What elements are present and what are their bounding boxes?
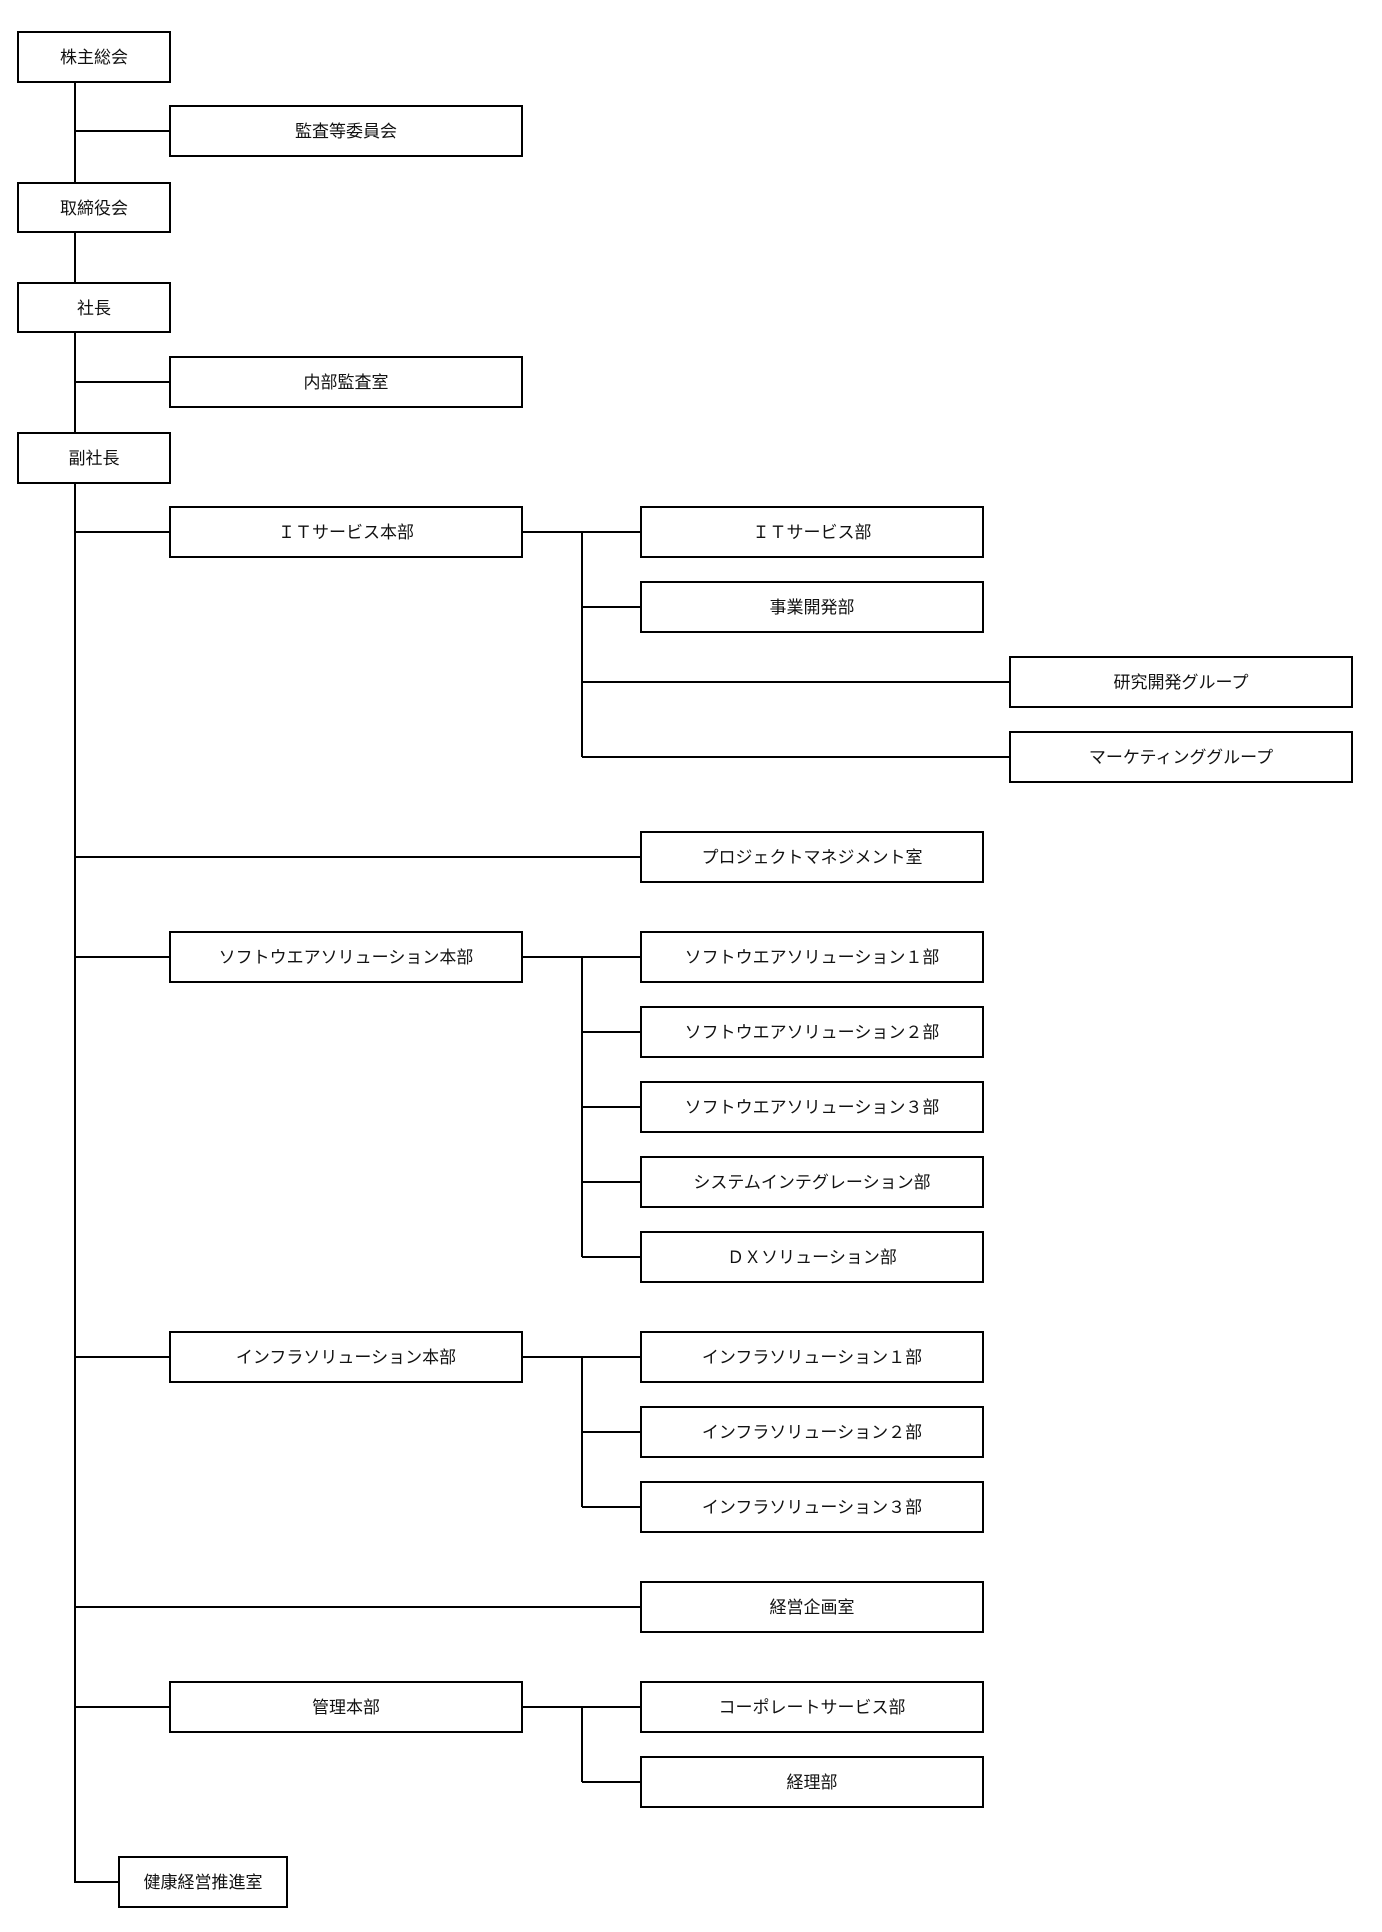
node-infra-1: インフラソリューション１部 xyxy=(640,1331,984,1383)
svg-text:内部監査室: 内部監査室 xyxy=(304,373,389,393)
svg-text:インフラソリューション３部: インフラソリューション３部 xyxy=(702,1498,922,1518)
infra-hq-bracket xyxy=(522,1356,583,1507)
svg-text:ソフトウエアソリューション１部: ソフトウエアソリューション１部 xyxy=(685,948,940,968)
node-business-dev-dept: 事業開発部 xyxy=(640,581,984,633)
node-software-1: ソフトウエアソリューション１部 xyxy=(640,931,984,983)
svg-text:プロジェクトマネジメント室: プロジェクトマネジメント室 xyxy=(702,848,923,868)
node-system-integration: システムインテグレーション部 xyxy=(640,1156,984,1208)
svg-text:インフラソリューション１部: インフラソリューション１部 xyxy=(702,1348,922,1368)
svg-text:コーポレートサービス部: コーポレートサービス部 xyxy=(719,1698,906,1718)
svg-text:ＩＴサービス部: ＩＴサービス部 xyxy=(753,523,872,543)
svg-text:マーケティンググループ: マーケティンググループ xyxy=(1089,748,1273,768)
svg-text:社長: 社長 xyxy=(77,299,111,319)
node-admin-hq: 管理本部 xyxy=(169,1681,523,1733)
node-dx-solution: ＤＸソリューション部 xyxy=(640,1231,984,1283)
svg-text:ＤＸソリューション部: ＤＸソリューション部 xyxy=(727,1248,897,1268)
node-marketing-group: マーケティンググループ xyxy=(1009,731,1353,783)
svg-text:株主総会: 株主総会 xyxy=(60,48,128,68)
node-health-management: 健康経営推進室 xyxy=(118,1856,288,1908)
software-hq-bracket xyxy=(522,956,583,1257)
svg-text:健康経営推進室: 健康経営推進室 xyxy=(144,1873,263,1893)
svg-text:ソフトウエアソリューション２部: ソフトウエアソリューション２部 xyxy=(685,1023,940,1043)
org-nodes: 株主総会 監査等委員会 取締役会 社長 内部監査室 副社長 ＩＴサービス本部 xyxy=(17,31,1353,1908)
svg-text:監査等委員会: 監査等委員会 xyxy=(295,122,397,142)
node-software-3: ソフトウエアソリューション３部 xyxy=(640,1081,984,1133)
node-infra-3: インフラソリューション３部 xyxy=(640,1481,984,1533)
svg-text:事業開発部: 事業開発部 xyxy=(770,598,855,618)
node-president: 社長 xyxy=(17,282,171,333)
node-rnd-group: 研究開発グループ xyxy=(1009,656,1353,708)
svg-text:副社長: 副社長 xyxy=(69,449,120,469)
node-infra-2: インフラソリューション２部 xyxy=(640,1406,984,1458)
node-corporate-planning: 経営企画室 xyxy=(640,1581,984,1633)
node-pm-office: プロジェクトマネジメント室 xyxy=(640,831,984,883)
svg-text:インフラソリューション２部: インフラソリューション２部 xyxy=(702,1423,922,1443)
it-hq-bracket xyxy=(522,531,583,757)
svg-text:ソフトウエアソリューション３部: ソフトウエアソリューション３部 xyxy=(685,1098,940,1118)
svg-text:研究開発グループ: 研究開発グループ xyxy=(1114,673,1249,693)
node-it-service-hq: ＩＴサービス本部 xyxy=(169,506,523,558)
node-software-hq: ソフトウエアソリューション本部 xyxy=(169,931,523,983)
node-audit-committee: 監査等委員会 xyxy=(169,105,523,157)
node-vice-president: 副社長 xyxy=(17,432,171,484)
svg-text:システムインテグレーション部: システムインテグレーション部 xyxy=(693,1173,930,1193)
node-accounting: 経理部 xyxy=(640,1756,984,1808)
connector-lines xyxy=(74,82,1010,1883)
node-software-2: ソフトウエアソリューション２部 xyxy=(640,1006,984,1058)
svg-text:経営企画室: 経営企画室 xyxy=(770,1598,855,1618)
node-internal-audit: 内部監査室 xyxy=(169,356,523,408)
node-shareholders-meeting: 株主総会 xyxy=(17,31,171,83)
spine-vp-down xyxy=(74,483,119,1883)
node-it-service-dept: ＩＴサービス部 xyxy=(640,506,984,558)
svg-text:取締役会: 取締役会 xyxy=(60,199,128,219)
svg-text:管理本部: 管理本部 xyxy=(312,1698,380,1718)
svg-text:インフラソリューション本部: インフラソリューション本部 xyxy=(236,1348,456,1368)
node-board: 取締役会 xyxy=(17,182,171,233)
admin-hq-bracket xyxy=(522,1706,583,1782)
node-infra-hq: インフラソリューション本部 xyxy=(169,1331,523,1383)
svg-text:経理部: 経理部 xyxy=(787,1773,838,1793)
svg-text:ＩＴサービス本部: ＩＴサービス本部 xyxy=(278,523,414,543)
svg-text:ソフトウエアソリューション本部: ソフトウエアソリューション本部 xyxy=(219,948,474,968)
node-corporate-service: コーポレートサービス部 xyxy=(640,1681,984,1733)
